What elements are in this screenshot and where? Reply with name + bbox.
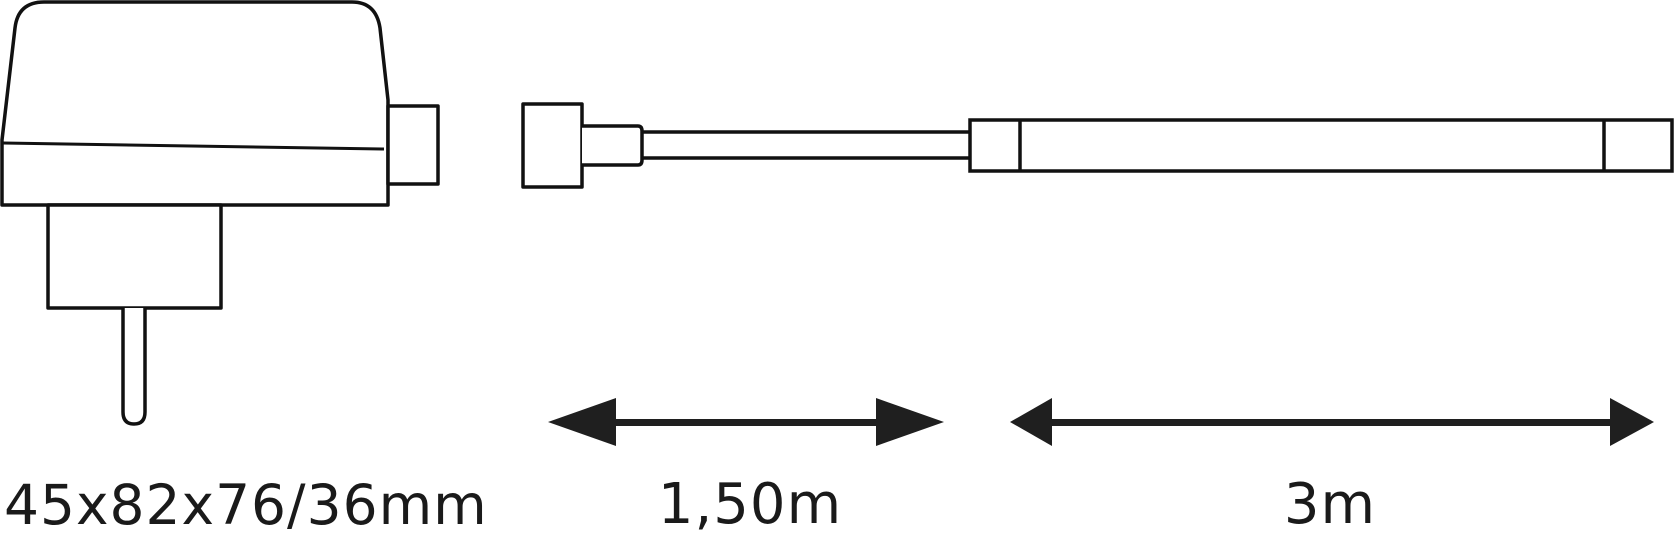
cable-plug-head xyxy=(521,102,584,189)
power-adapter xyxy=(0,0,440,426)
arrowhead-left-icon xyxy=(548,398,616,446)
cable-arrow-shaft xyxy=(612,419,882,426)
adapter-plug-pin xyxy=(121,308,147,426)
cable-length-label: 1,50m xyxy=(657,472,843,537)
cable-length-arrow xyxy=(548,398,944,446)
strip-length-label: 3m xyxy=(1283,472,1377,537)
arrowhead-right-icon xyxy=(876,398,944,446)
adapter-seam-line xyxy=(2,141,385,151)
arrowhead-left-icon xyxy=(1010,398,1052,446)
adapter-housing xyxy=(0,0,390,207)
strip-arrow-shaft xyxy=(1048,419,1614,426)
adapter-plug-body xyxy=(46,203,223,310)
adapter-output-socket xyxy=(386,104,440,186)
led-strip-body xyxy=(968,118,1674,173)
adapter-dimensions-label: 45x82x76/36mm xyxy=(4,473,488,537)
strip-length-arrow xyxy=(1010,398,1654,446)
led-strip xyxy=(968,118,1674,173)
connector-cable xyxy=(521,102,970,189)
arrowhead-right-icon xyxy=(1610,398,1654,446)
cable-plug-neck xyxy=(582,124,644,167)
